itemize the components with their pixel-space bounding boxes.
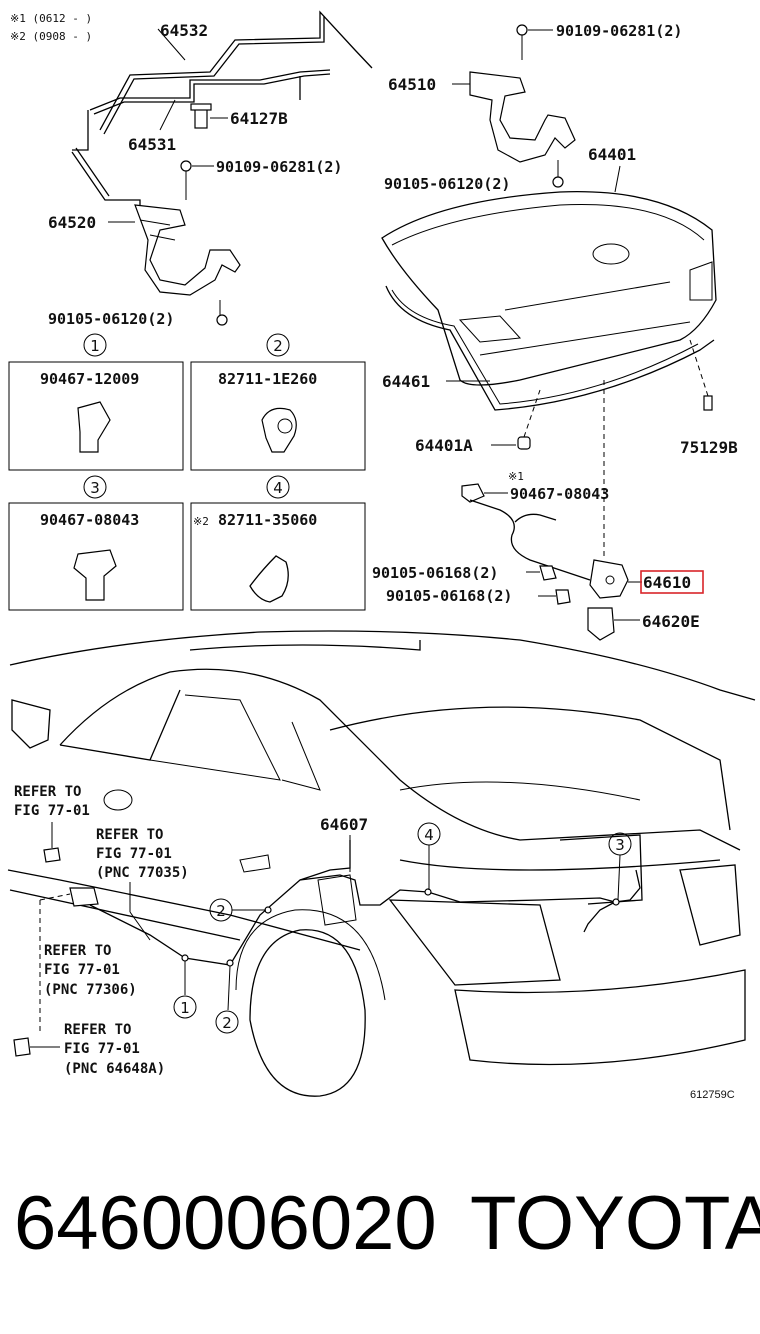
svg-text:2: 2: [222, 1014, 232, 1032]
detail-box-3-part: 90467-08043: [40, 511, 139, 529]
note-2: ※2 (0908 - ): [10, 30, 92, 43]
label-90105-06168-a: 90105-06168(2): [372, 564, 498, 582]
door-handle-drawing: [239, 854, 271, 873]
bolt-90109-b-icon: [516, 24, 528, 60]
svg-text:FIG 77-01: FIG 77-01: [96, 846, 172, 862]
bolt-90105-06168-a-icon: [539, 565, 557, 581]
figure-code: 612759C: [690, 1089, 735, 1101]
label-64461: 64461: [382, 372, 430, 391]
callout-2-b: 2: [215, 965, 239, 1034]
detail-box-1-part: 90467-12009: [40, 370, 139, 388]
detail-box-1: 1 90467-12009: [8, 333, 184, 471]
svg-text:(PNC 77035): (PNC 77035): [96, 865, 189, 881]
note-x1: ※1: [508, 470, 524, 483]
svg-text:REFER TO: REFER TO: [44, 943, 111, 959]
latch-64610-drawing: [589, 559, 629, 599]
label-64127b: 64127B: [230, 109, 288, 128]
part-number: 6460006020: [14, 1181, 437, 1266]
brand-name: TOYOTA: [470, 1181, 760, 1266]
detail-box-3: 3 90467-08043: [8, 475, 184, 611]
svg-text:(PNC 64648A): (PNC 64648A): [64, 1061, 165, 1077]
svg-text:2: 2: [216, 902, 226, 920]
car-body-drawing: [7, 630, 756, 1097]
label-64610: 64610: [643, 573, 691, 592]
label-64532: 64532: [160, 21, 208, 40]
clamp-90467-12009-icon: [77, 401, 111, 453]
label-90105-b: 90105-06120(2): [384, 175, 510, 193]
svg-text:4: 4: [424, 826, 434, 844]
svg-text:FIG 77-01: FIG 77-01: [44, 962, 120, 978]
label-90109-a: 90109-06281(2): [216, 158, 342, 176]
callout-2-a: 2: [209, 898, 266, 922]
detail-box-4: 4 ※2 82711-35060: [190, 475, 366, 611]
label-90105-a: 90105-06120(2): [48, 310, 174, 328]
clip-64127b-icon: [190, 103, 212, 129]
torsion-bar-drawing: [71, 10, 373, 210]
rear-bumper-drawing: [454, 969, 746, 1066]
refer-to-4: REFER TO FIG 77-01 (PNC 64648A): [64, 1022, 165, 1077]
detail-box-2: 2 82711-1E260: [190, 333, 366, 471]
svg-text:FIG 77-01: FIG 77-01: [64, 1041, 140, 1057]
clamp-90467-top-icon: [461, 483, 485, 503]
label-64520: 64520: [48, 213, 96, 232]
svg-text:REFER TO: REFER TO: [14, 784, 81, 800]
detail-box-4-prefix: ※2: [193, 515, 209, 528]
detail-box-2-part: 82711-1E260: [218, 370, 317, 388]
tail-lamp-right-drawing: [679, 864, 741, 946]
detail-box-4-number: 4: [273, 479, 283, 497]
bolt-90109-a-icon: [180, 160, 192, 200]
note-1: ※1 (0612 - ): [10, 12, 92, 25]
callout-3: 3: [608, 832, 632, 901]
svg-text:3: 3: [615, 836, 625, 854]
refer-to-2: REFER TO FIG 77-01 (PNC 77035): [96, 827, 189, 881]
refer-to-1: REFER TO FIG 77-01: [14, 784, 90, 819]
tail-lamp-left-drawing: [388, 899, 561, 986]
fuel-door-drawing: [317, 874, 357, 926]
svg-text:1: 1: [180, 999, 190, 1017]
connector-refer-4-icon: [13, 1037, 31, 1057]
label-64510: 64510: [388, 75, 436, 94]
detail-box-1-number: 1: [90, 337, 100, 355]
label-90467-08043-top: 90467-08043: [510, 485, 609, 503]
svg-text:(PNC 77306): (PNC 77306): [44, 982, 137, 998]
trunk-lid-drawing: [381, 191, 717, 386]
bolt-90105-06168-b-icon: [555, 589, 571, 605]
refer-to-3: REFER TO FIG 77-01 (PNC 77306): [44, 943, 137, 998]
weatherstrip-64461-drawing: [385, 285, 715, 411]
clip-82711-35060-icon: [249, 555, 289, 603]
label-64607: 64607: [320, 815, 368, 834]
clip-75129b-icon: [703, 395, 713, 411]
detail-box-3-number: 3: [90, 479, 100, 497]
callout-4: 4: [417, 822, 441, 890]
rear-wheel-drawing: [249, 929, 366, 1097]
label-64620e: 64620E: [642, 612, 700, 631]
hinge-64520-drawing: [134, 204, 241, 326]
svg-text:FIG 77-01: FIG 77-01: [14, 803, 90, 819]
label-64401a: 64401A: [415, 436, 473, 455]
label-75129b: 75129B: [680, 438, 738, 457]
detail-box-4-part: 82711-35060: [218, 511, 317, 529]
side-mirror-drawing: [11, 699, 51, 749]
striker-64620e-drawing: [587, 607, 615, 641]
connector-refer-1-icon: [43, 847, 61, 863]
detail-box-2-number: 2: [273, 337, 283, 355]
label-64531: 64531: [128, 135, 176, 154]
bumper-64401a-icon: [517, 436, 531, 450]
wire-harness-64607-drawing: [69, 840, 641, 967]
svg-text:REFER TO: REFER TO: [96, 827, 163, 843]
label-64401: 64401: [588, 145, 636, 164]
callout-1: 1: [173, 961, 197, 1019]
highlight-box: [640, 570, 704, 594]
label-90109-b: 90109-06281(2): [556, 22, 682, 40]
clamp-90467-08043-icon: [73, 549, 117, 601]
label-90105-06168-b: 90105-06168(2): [386, 587, 512, 605]
hinge-64510-drawing: [469, 71, 576, 188]
cable-drawing: [469, 499, 591, 581]
svg-text:REFER TO: REFER TO: [64, 1022, 131, 1038]
